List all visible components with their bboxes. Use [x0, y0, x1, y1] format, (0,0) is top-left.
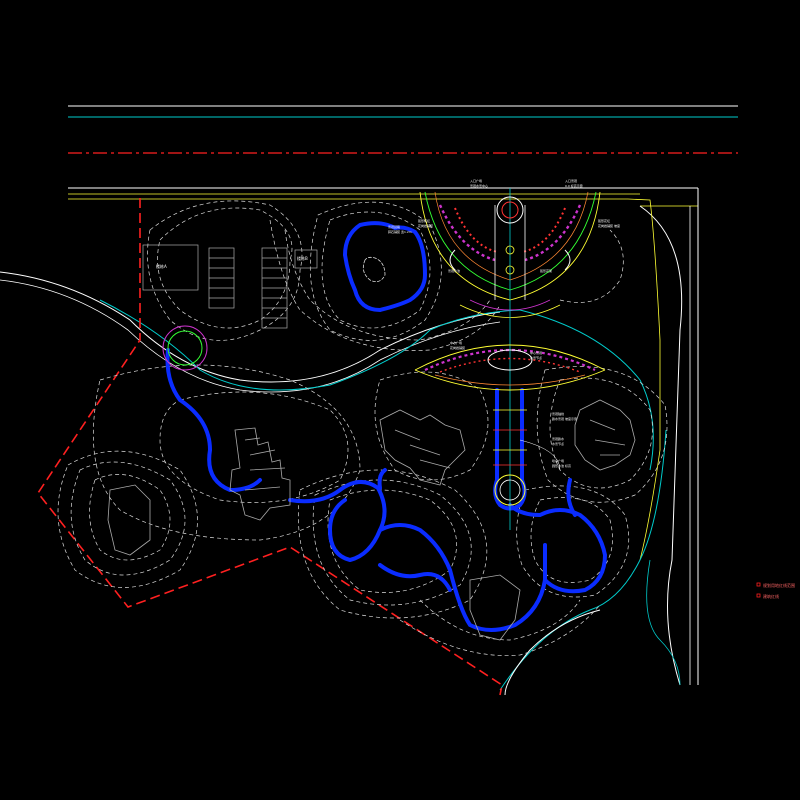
- label-left-garden-sub: 碎石铺装 宽1.2m: [388, 229, 412, 234]
- legend-item-2: 建筑红线: [763, 593, 779, 599]
- label-axis-3: 喷泉广场: [552, 458, 564, 463]
- legend-item-1: 规划用地红线范围: [763, 582, 795, 588]
- label-axis-1: 景观轴线: [552, 411, 564, 416]
- top-road: [68, 105, 738, 154]
- label-mid-right-sub: 水景节点: [530, 355, 542, 360]
- label-axis-2-sub: 水景节点: [552, 441, 564, 446]
- middle-plaza: [414, 344, 606, 506]
- label-plaza-north-title: 入口广场: [470, 178, 482, 183]
- label-axis-2: 景观跌水: [552, 436, 564, 441]
- label-plaza-right-1: 弧形花坛: [598, 218, 610, 223]
- label-plaza-right-2: 弧形花架: [540, 268, 552, 273]
- label-plaza-north-right-sub: 0.0 标高示意: [565, 183, 583, 188]
- parking-lot: [142, 244, 318, 329]
- label-mid-left-sub: 花岗岩铺装: [450, 345, 465, 350]
- label-plaza-left-1: 弧形花坛: [418, 218, 430, 223]
- upper-road-frame: [0, 187, 699, 696]
- legend: 规划用地红线范围 建筑红线: [756, 582, 795, 599]
- label-plaza-north-right: 入口景观: [565, 178, 577, 183]
- nw-roundabout: [162, 325, 208, 371]
- blue-stream: [165, 221, 608, 632]
- label-left-garden: 景观园路: [388, 224, 400, 229]
- label-axis-1-sub: 跌水景观 坡度示意: [552, 416, 577, 421]
- label-mid-right: 中心景观: [530, 350, 542, 355]
- annotations: 楼栋A 楼栋B 入口广场 景观水景中心 入口景观 0.0 标高示意 弧形花坛 花…: [156, 178, 620, 468]
- legend-swatch-1: [756, 582, 761, 587]
- label-plaza-left-2: 景观水池: [448, 268, 460, 273]
- legend-swatch-2: [756, 593, 761, 598]
- label-plaza-left-1-sub: 花岗岩铺装: [418, 223, 433, 228]
- label-building-a: 楼栋A: [156, 263, 167, 269]
- contour-lines: [57, 200, 668, 656]
- label-plaza-right-1-sub: 花岗岩铺装 坡度: [598, 223, 620, 228]
- buildings: [107, 399, 636, 641]
- label-plaza-north-sub: 景观水景中心: [470, 183, 488, 188]
- label-axis-3-sub: 圆形水池 标高: [552, 463, 571, 468]
- label-mid-left: 中心广场: [450, 340, 462, 345]
- label-building-b: 楼栋B: [297, 255, 308, 261]
- site-boundary: [37, 198, 503, 696]
